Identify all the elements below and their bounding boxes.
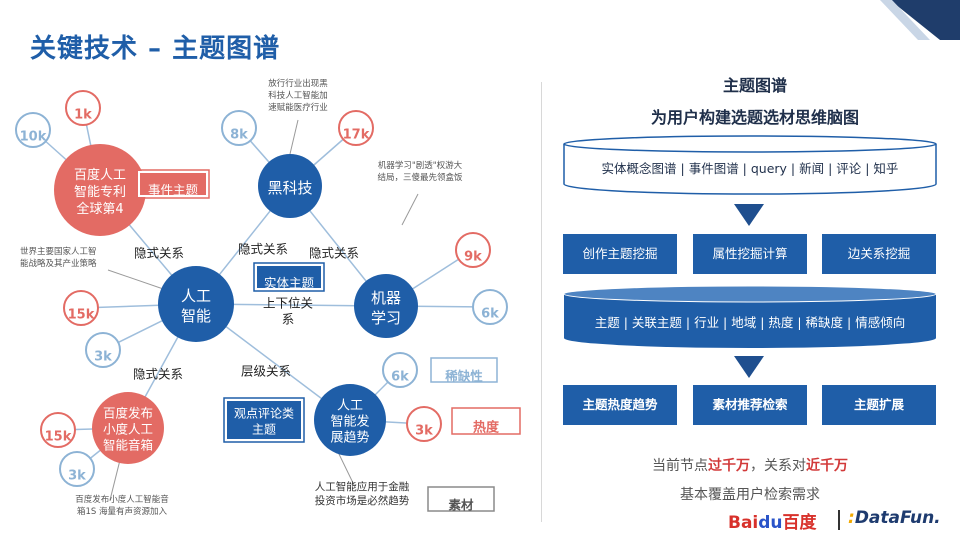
baidu-logo-text-a: Bai <box>728 513 759 533</box>
datafun-logo-colon: : <box>848 508 855 528</box>
badge-tr-6k: 6k <box>391 370 409 385</box>
baidu-logo: Baidu百度 <box>728 508 817 533</box>
edge-label-implicit-4: 隐式关系 <box>133 367 183 382</box>
stat-text-a: 当前节点 <box>652 458 708 474</box>
annotation-ai: 世界主要国家人工智能战略及其产业策略 <box>20 246 97 269</box>
logo-separator <box>838 510 840 530</box>
node-blacktech-label: 黑科技 <box>267 179 312 197</box>
stat-highlight-nodes: 过千万 <box>708 458 750 474</box>
topic-graph: 人工智能 黑科技 机器学习 人工智能发展趋势 百度人工智能专利全球第4 百度发布… <box>15 78 521 517</box>
tag-opinion-label: 观点评论类主题 <box>234 407 294 437</box>
right-title: 主题图谱 <box>722 76 787 95</box>
node-ml-label: 机器学习 <box>371 289 401 327</box>
data-source-cylinder <box>563 135 937 195</box>
arrow-down-icon <box>734 204 764 226</box>
stat-text-c: ，关系对 <box>750 458 806 474</box>
tag-opinion-topic <box>225 399 303 441</box>
tag-scarcity-label: 稀缺性 <box>445 369 483 384</box>
tag-heat <box>451 407 521 435</box>
section-divider <box>541 82 542 522</box>
badge-patent-10k: 10k <box>20 130 47 145</box>
node-ai-trend[interactable] <box>314 384 386 456</box>
datafun-logo-text: DataFun. <box>854 508 941 528</box>
annotation-speaker: 百度发布小度人工智能音箱1S 海量有声资源加入 <box>75 494 169 517</box>
attribute-cylinder <box>563 285 937 348</box>
box-edge-mining[interactable]: 边关系挖掘 <box>822 234 936 274</box>
node-baidu-patent[interactable] <box>54 144 146 236</box>
badge-sp-3k: 3k <box>68 469 86 484</box>
annotation-blacktech: 放行行业出现黑科技人工智能加速赋能医疗行业 <box>268 78 328 113</box>
node-ai[interactable] <box>158 266 234 342</box>
node-blacktech[interactable] <box>258 154 322 218</box>
tag-scarcity <box>430 357 498 383</box>
edge-label-level: 层级关系 <box>241 364 291 379</box>
topic-attributes: 主题 | 关联主题 | 行业 | 地域 | 热度 | 稀缺度 | 情感倾向 <box>594 315 906 330</box>
node-patent-label: 百度人工智能专利全球第4 <box>74 167 126 217</box>
edge-label-implicit-1: 隐式关系 <box>134 246 184 261</box>
box-topic-expansion[interactable]: 主题扩展 <box>822 385 936 425</box>
badge-sp-15k: 15k <box>45 430 72 445</box>
coverage-note: 基本覆盖用户检索需求 <box>680 487 820 503</box>
badge-patent-1k: 1k <box>74 108 92 123</box>
coverage-stat: 当前节点过千万，关系对近千万 <box>560 455 940 475</box>
edge-label-implicit-3: 隐式关系 <box>309 246 359 261</box>
badge-bt-17k: 17k <box>343 128 370 143</box>
badge-ml-9k: 9k <box>464 250 482 265</box>
tag-event-topic <box>138 171 208 197</box>
corner-decoration <box>880 0 960 40</box>
baidu-logo-text-b: du <box>758 513 783 533</box>
badge-ai-15k: 15k <box>68 308 95 323</box>
box-topic-trend[interactable]: 主题热度趋势 <box>563 385 677 425</box>
stat-highlight-edges: 近千万 <box>806 458 848 474</box>
annotation-ml: 机器学习"剧透"权游大结局，三傻最先领盒饭 <box>377 160 463 183</box>
box-topic-mining[interactable]: 创作主题挖掘 <box>563 234 677 274</box>
box-attribute-mining[interactable]: 属性挖掘计算 <box>693 234 807 274</box>
tag-heat-label: 热度 <box>473 420 500 436</box>
node-ai-label: 人工智能 <box>181 287 211 325</box>
edge-label-implicit-2: 隐式关系 <box>238 242 288 257</box>
tag-entity-topic <box>255 264 323 290</box>
page-title: 关键技术 – 主题图谱 <box>30 34 281 64</box>
tag-entity-label: 实体主题 <box>264 276 315 291</box>
node-trend-label: 人工智能发展趋势 <box>330 399 369 446</box>
box-material-recommend[interactable]: 素材推荐检索 <box>693 385 807 425</box>
node-speaker-label: 百度发布小度人工智能音箱 <box>103 406 153 453</box>
edge-label-hierarchy: 上下位关系 <box>263 296 313 327</box>
badge-ai-3k: 3k <box>94 350 112 365</box>
datafun-logo: :DataFun. <box>848 508 941 528</box>
baidu-logo-text-c: 百度 <box>782 513 817 533</box>
arrow-down-icon <box>734 356 764 378</box>
tag-event-label: 事件主题 <box>148 183 199 198</box>
tag-material <box>427 486 495 512</box>
node-machine-learning[interactable] <box>354 274 418 338</box>
right-subtitle: 为用户构建选题选材思维脑图 <box>650 108 859 127</box>
annotation-trend: 人工智能应用于金融投资市场是必然趋势 <box>315 480 410 507</box>
node-baidu-speaker[interactable] <box>92 392 164 464</box>
badge-tr-3k: 3k <box>415 424 433 439</box>
badge-bt-8k: 8k <box>230 128 248 143</box>
tag-material-label: 素材 <box>448 498 474 513</box>
badge-ml-6k: 6k <box>481 307 499 322</box>
data-sources: 实体概念图谱 | 事件图谱 | query | 新闻 | 评论 | 知乎 <box>601 161 899 176</box>
